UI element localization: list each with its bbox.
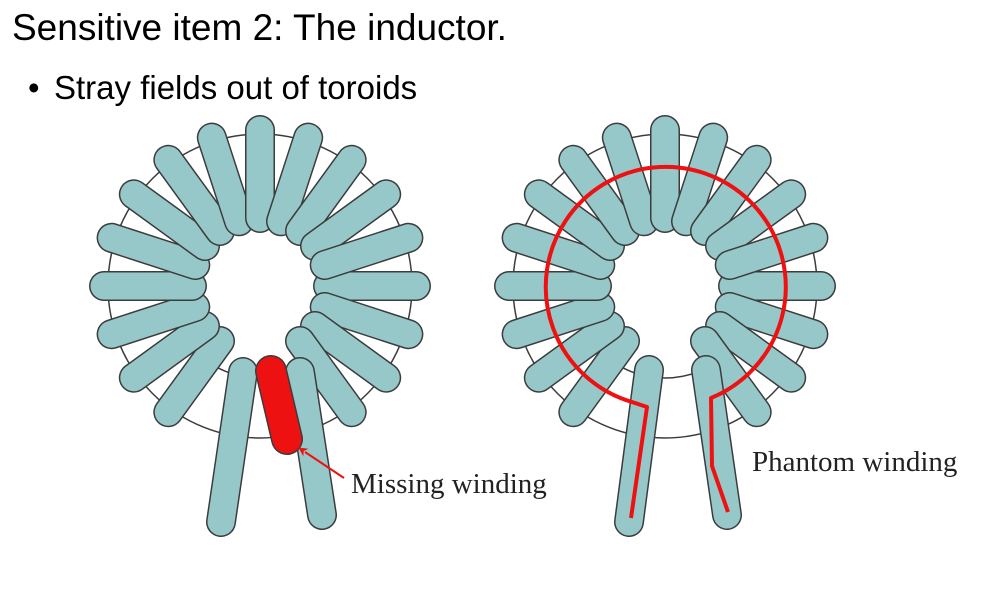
left-winding [311,293,422,348]
left-windings [89,115,431,428]
right-winding [503,224,614,279]
left-lead-right-fill [286,358,336,529]
right-winding [716,224,827,279]
phantom-winding-label: Phantom winding [752,446,957,478]
right-toroid: Phantom winding [494,115,957,537]
missing-winding-fill [256,356,302,454]
left-winding [286,327,366,426]
missing-winding-label: Missing winding [351,468,547,500]
left-toroid: Missing winding [89,115,547,537]
left-winding [311,224,422,279]
bullet-item: • Stray fields out of toroids [28,64,417,112]
left-winding [120,312,219,392]
right-winding [603,124,658,235]
right-winding [716,293,827,348]
left-winding [98,293,209,348]
right-winding [691,146,771,245]
left-winding [267,124,322,235]
left-lead-left-fill [207,358,257,536]
right-winding [525,180,624,260]
left-winding [98,224,209,279]
bullet-text: Stray fields out of toroids [54,69,418,106]
right-winding [691,327,771,426]
right-windings [494,115,836,428]
left-winding [154,146,234,245]
right-winding [525,312,624,392]
phantom-winding-path [543,164,788,519]
right-winding [559,327,639,426]
left-winding [286,146,366,245]
left-winding [154,327,234,426]
slide-title: Sensitive item 2: The inductor. [12,7,507,48]
right-winding [706,180,805,260]
right-lead-right-fill [692,356,741,529]
left-winding [301,312,400,392]
right-winding [559,146,639,245]
right-winding [672,124,727,235]
missing-winding-arrow [298,447,345,479]
right-winding [503,293,614,348]
bullet-marker: • [28,69,40,106]
left-winding [198,124,253,235]
left-winding [301,180,400,260]
right-winding [706,312,805,392]
left-winding [120,180,219,260]
